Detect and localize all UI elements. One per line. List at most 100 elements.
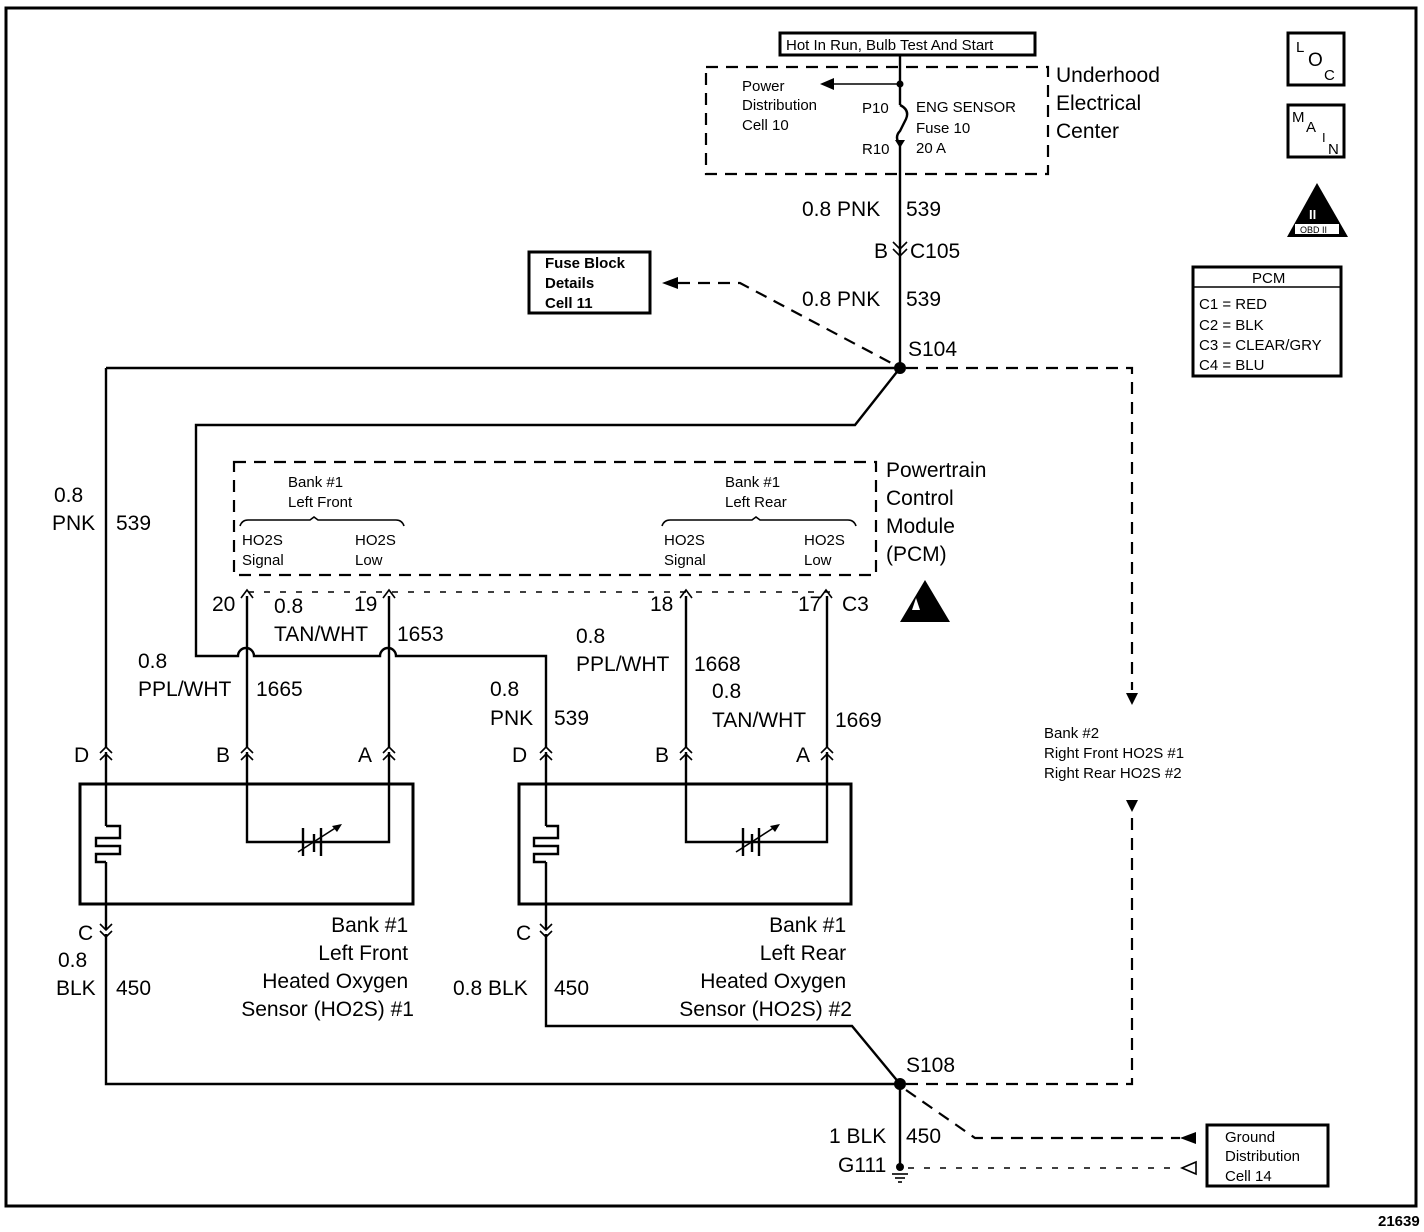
svg-text:C3 = CLEAR/GRY: C3 = CLEAR/GRY	[1199, 337, 1322, 354]
header-box	[778, 31, 1037, 57]
wire-1653-circuit: 1653	[397, 623, 444, 646]
power-distribution-ref[interactable]: Power Distribution Cell 10	[742, 78, 821, 134]
s1-ground-color: BLK	[56, 977, 96, 1000]
wire-539-s2-gauge: 0.8	[490, 678, 519, 701]
svg-text:PCM: PCM	[1252, 270, 1285, 287]
s1-pin-b: B	[216, 744, 230, 767]
c105-connector-icon	[892, 241, 908, 258]
pin-18-terminal	[679, 588, 693, 599]
pcm-pin-20: 20	[212, 593, 235, 616]
s1-ground-circuit: 450	[116, 977, 151, 1000]
underhood-electrical-center-box	[704, 65, 1050, 176]
bank2-ref[interactable]: Bank #2 Right Front HO2S #1 Right Rear H…	[1044, 725, 1188, 782]
ground-icon	[892, 1163, 908, 1183]
left-wire-gauge: 0.8	[54, 484, 83, 507]
splice-s108-label: S108	[906, 1054, 955, 1077]
ground-ref-box	[1205, 1123, 1330, 1188]
ground-wire-circuit: 450	[906, 1125, 941, 1148]
sensor2-label: Bank #1 Left Rear Heated Oxygen Sensor (…	[679, 914, 852, 1021]
s2-ground-label: 0.8 BLK	[453, 977, 528, 1000]
wire-1665-circuit: 1665	[256, 678, 303, 701]
wire-1665-color: PPL/WHT	[138, 678, 232, 701]
svg-text:I: I	[1322, 130, 1326, 145]
diagram-frame	[4, 6, 1418, 1208]
pcm-rear-signal: HO2S Signal	[664, 532, 709, 569]
main-icon[interactable]: M A I N	[1286, 103, 1346, 159]
left-wire-color: PNK	[52, 512, 95, 535]
pcm-front-low: HO2S Low	[355, 532, 400, 569]
pcm-bank-front: Bank #1 Left Front	[288, 474, 353, 511]
pcm-pin-18: 18	[650, 593, 673, 616]
svg-text:O: O	[1308, 50, 1323, 71]
obd-ii-icon[interactable]: II OBD II	[1287, 183, 1348, 237]
pcm-box	[232, 460, 878, 577]
header-text: Hot In Run, Bulb Test And Start	[786, 37, 994, 54]
pin-p10: P10	[862, 100, 889, 117]
pcm-bank-rear: Bank #1 Left Rear	[725, 474, 787, 511]
svg-text:A: A	[1306, 119, 1316, 136]
pin-19-terminal	[382, 588, 396, 599]
wire-top2-label: 0.8 PNK	[802, 288, 880, 311]
svg-text:C4 = BLU: C4 = BLU	[1199, 357, 1264, 374]
fuse-block-ref[interactable]: Fuse Block Details Cell 11	[545, 255, 629, 312]
arrow-left-outline-icon	[1179, 1160, 1197, 1176]
ground-distribution-ref[interactable]: Ground Distribution Cell 14	[1225, 1129, 1304, 1185]
esd-warning-icon	[900, 580, 950, 622]
left-wire-circuit: 539	[116, 512, 151, 535]
fuse-block-ref-box	[527, 250, 652, 315]
wire-1668-color: PPL/WHT	[576, 653, 670, 676]
svg-text:C1 = RED: C1 = RED	[1199, 296, 1267, 313]
pin-r10: R10	[862, 141, 890, 158]
pcm-front-brace	[239, 516, 405, 527]
pin-20-terminal	[240, 588, 254, 599]
pcm-rear-low: HO2S Low	[804, 532, 849, 569]
wire-1669-color: TAN/WHT	[712, 709, 806, 732]
pcm-pin-19: 19	[354, 593, 377, 616]
heater-element-icon	[532, 824, 560, 864]
svg-text:C: C	[1324, 67, 1335, 84]
wire-1653-color: TAN/WHT	[274, 623, 368, 646]
c105-pin: B	[874, 240, 888, 263]
svg-text:M: M	[1292, 109, 1305, 126]
sensor1-label: Bank #1 Left Front Heated Oxygen Sensor …	[241, 914, 414, 1021]
underhood-title: Underhood Electrical Center	[1056, 64, 1166, 143]
variable-voltage-cell-icon	[297, 824, 342, 856]
s2-pin-a: A	[796, 744, 810, 767]
wire-top2-circuit: 539	[906, 288, 941, 311]
wire-1668-circuit: 1668	[694, 653, 741, 676]
pcm-connector-c3: C3	[842, 593, 869, 616]
arrow-left-icon	[662, 277, 678, 289]
pcm-front-signal: HO2S Signal	[242, 532, 287, 569]
s2-ground-circuit: 450	[554, 977, 589, 1000]
fuse-terminal-icon	[895, 140, 905, 148]
svg-text:C2 = BLK: C2 = BLK	[1199, 317, 1264, 334]
pcm-pin-17: 17	[798, 593, 821, 616]
wire-1668-gauge: 0.8	[576, 625, 605, 648]
heater-element-icon	[94, 824, 122, 864]
loc-icon[interactable]: L O C	[1286, 31, 1346, 87]
arrow-left-icon	[820, 78, 834, 90]
wire-450-s1	[104, 934, 900, 1086]
pin-17-terminal	[819, 588, 833, 599]
s1-pin-c: C	[78, 922, 93, 945]
wire-top1-circuit: 539	[906, 198, 941, 221]
wire-1669-circuit: 1669	[835, 709, 882, 732]
wire-539-s2-circuit: 539	[554, 707, 589, 730]
bank2-dashed-feed	[906, 366, 1134, 690]
s1-ground-gauge: 0.8	[58, 949, 87, 972]
s1-pin-d: D	[74, 744, 89, 767]
arrow-down-icon	[1126, 693, 1138, 705]
wire-top1-label: 0.8 PNK	[802, 198, 880, 221]
ground-ref-dashed-1	[905, 1089, 1180, 1140]
s2-pin-b: B	[655, 744, 669, 767]
variable-voltage-cell-icon	[735, 824, 780, 856]
pcm-rear-brace	[661, 516, 857, 527]
svg-text:L: L	[1296, 39, 1304, 56]
bank2-dashed-return	[906, 818, 1134, 1086]
ground-point-g111: G111	[838, 1154, 886, 1177]
pcm-title: Powertrain Control Module (PCM)	[886, 459, 992, 566]
s2-pin-c: C	[516, 922, 531, 945]
svg-text:OBD II: OBD II	[1300, 225, 1327, 235]
ground-wire-label: 1 BLK	[829, 1125, 886, 1148]
